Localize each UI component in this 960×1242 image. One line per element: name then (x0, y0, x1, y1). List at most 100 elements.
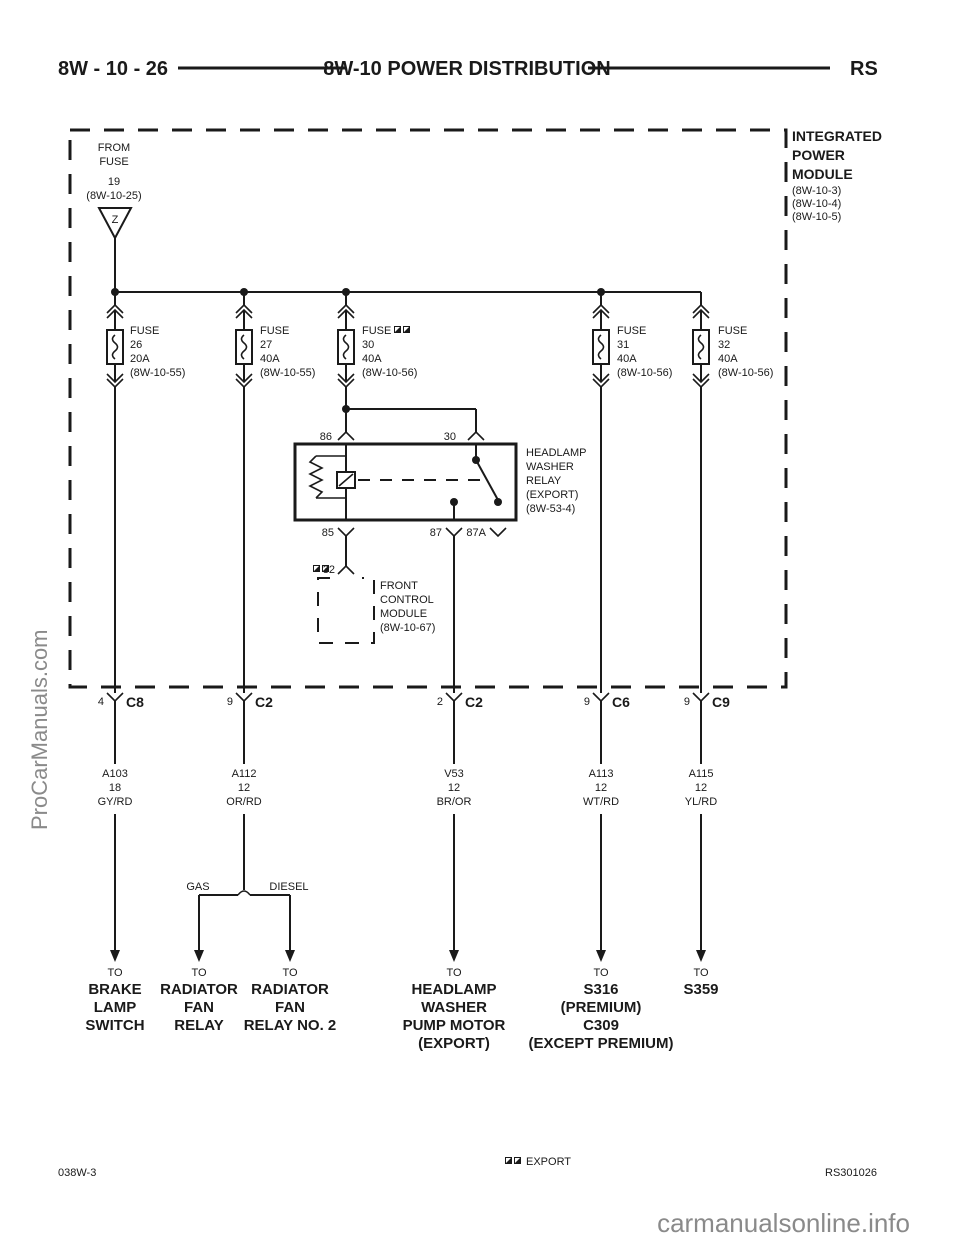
relay-label-2: WASHER (526, 461, 574, 473)
source-line-4: (8W-10-25) (86, 190, 141, 202)
wire-a103: A103 18 GY/RD (98, 768, 133, 808)
ipm-boundary (68, 128, 788, 689)
split-gas: GAS (186, 881, 209, 893)
source-line-1: FROM (98, 142, 130, 154)
wire-gauge: 12 (238, 782, 250, 794)
contact-87a-dot (494, 498, 502, 506)
connector-c8: 4 C8 (98, 692, 144, 710)
connectors-row: 4 C8 9 C2 2 C2 9 C6 9 C9 (98, 692, 730, 710)
connector-c9-pin: 9 (684, 696, 690, 708)
connector-c2b-pin: 2 (437, 696, 443, 708)
source-line-3: 19 (108, 176, 120, 188)
connector-c8-name: C8 (126, 694, 144, 710)
wire-color: BR/OR (437, 796, 472, 808)
fuse-26-line-2: 26 (130, 339, 142, 351)
fuse-31-line-1: FUSE (617, 325, 646, 337)
connector-c6-name: C6 (612, 694, 630, 710)
connector-chevron-icon (337, 303, 355, 314)
fuse-32-line-2: 32 (718, 339, 730, 351)
dest-line: S316 (583, 981, 618, 998)
dest-line: RELAY NO. 2 (244, 1017, 337, 1034)
connector-c6: 9 C6 (584, 692, 630, 710)
dest-to: TO (693, 967, 709, 979)
dest-brake-lamp-switch: TO BRAKE LAMP SWITCH (85, 967, 144, 1034)
front-control-module: 32 FRONT CONTROL MODULE (8W-10-67) (313, 536, 435, 644)
dest-radiator-fan-relay: TO RADIATOR FAN RELAY (160, 967, 238, 1034)
wire-color: OR/RD (226, 796, 262, 808)
fcm-pin: 32 (323, 564, 335, 576)
dest-line: (PREMIUM) (561, 999, 642, 1016)
header-left: 8W - 10 - 26 (58, 58, 168, 80)
coil-resistor-icon (308, 455, 324, 499)
fuse-31-line-4: (8W-10-56) (617, 367, 672, 379)
fuse-31: FUSE 31 40A (8W-10-56) (592, 292, 672, 389)
ipm-name-2: POWER (792, 147, 845, 163)
dest-s359: TO S359 (683, 967, 718, 998)
fuse-31-line-2: 31 (617, 339, 629, 351)
dest-line: HEADLAMP (412, 981, 497, 998)
connector-chevron-icon (235, 303, 253, 314)
fuse-30-line-3: 40A (362, 353, 382, 365)
arrow-down-icon (449, 950, 459, 962)
fuse-30-line-4: (8W-10-56) (362, 367, 417, 379)
fuse-32-line-3: 40A (718, 353, 738, 365)
source-line-2: FUSE (99, 156, 128, 168)
destinations: TO BRAKE LAMP SWITCH TO RADIATOR FAN REL… (85, 967, 718, 1052)
fuse-26-line-4: (8W-10-55) (130, 367, 185, 379)
export-icon (394, 326, 410, 333)
arrow-down-icon (596, 950, 606, 962)
fcm-label-1: FRONT (380, 580, 418, 592)
wire-gauge: 18 (109, 782, 121, 794)
wire-code: A103 (102, 768, 128, 780)
connector-chevron-icon (692, 303, 710, 314)
connector-c2-a: 9 C2 (227, 692, 273, 710)
headlamp-washer-relay: 86 30 85 87 87A HEADLAMP WASHER RELAY (E… (293, 387, 587, 539)
fuse-32: FUSE 32 40A (8W-10-56) (692, 292, 773, 389)
dest-to: TO (446, 967, 462, 979)
ipm-ref-2: (8W-10-4) (792, 198, 841, 210)
footer-legend: EXPORT (526, 1156, 571, 1168)
wire-gauge: 12 (695, 782, 707, 794)
wire-code: A112 (232, 768, 257, 780)
relay-pin-87a: 87A (466, 527, 486, 539)
dest-line: (EXCEPT PREMIUM) (528, 1035, 673, 1052)
dest-line: PUMP MOTOR (403, 1017, 506, 1034)
arrow-down-icon (194, 950, 204, 962)
wire-gauge: 12 (448, 782, 460, 794)
connector-chevron-icon (235, 692, 253, 703)
arrow-down-icon (285, 950, 295, 962)
watermark-bottom: carmanualsonline.info (657, 1208, 910, 1238)
connector-c9-name: C9 (712, 694, 730, 710)
wire-code: A113 (589, 768, 614, 780)
dest-line: S359 (683, 981, 718, 998)
dest-line: BRAKE (88, 981, 141, 998)
fcm-label-4: (8W-10-67) (380, 622, 435, 634)
connector-chevron-icon (445, 692, 463, 703)
fuse-26-line-3: 20A (130, 353, 150, 365)
fuse-31-line-3: 40A (617, 353, 637, 365)
relay-switch-arm (475, 459, 499, 501)
wire-color: YL/RD (685, 796, 717, 808)
split-diesel: DIESEL (269, 881, 308, 893)
dest-headlamp-washer-pump: TO HEADLAMP WASHER PUMP MOTOR (EXPORT) (403, 967, 506, 1052)
relay-label-1: HEADLAMP (526, 447, 587, 459)
watermark-left: ProCarManuals.com (27, 629, 52, 830)
fuse-27-line-4: (8W-10-55) (260, 367, 315, 379)
dest-line: SWITCH (85, 1017, 144, 1034)
fuse-27-line-2: 27 (260, 339, 272, 351)
connector-chevron-icon (592, 303, 610, 314)
connector-c8-pin: 4 (98, 696, 104, 708)
fuse-26-line-1: FUSE (130, 325, 159, 337)
export-legend-icon (505, 1157, 521, 1164)
page-footer: 038W-3 EXPORT RS301026 (58, 1156, 877, 1179)
arrow-down-icon (110, 950, 120, 962)
dest-line: C309 (583, 1017, 619, 1034)
fuse-30: FUSE 30 40A (8W-10-56) (337, 292, 417, 389)
relay-label-4: (EXPORT) (526, 489, 578, 501)
dest-line: FAN (184, 999, 214, 1016)
relay-label-3: RELAY (526, 475, 562, 487)
relay-pin-86: 86 (320, 431, 332, 443)
connector-chevron-icon (592, 692, 610, 703)
wire-code: A115 (689, 768, 714, 780)
